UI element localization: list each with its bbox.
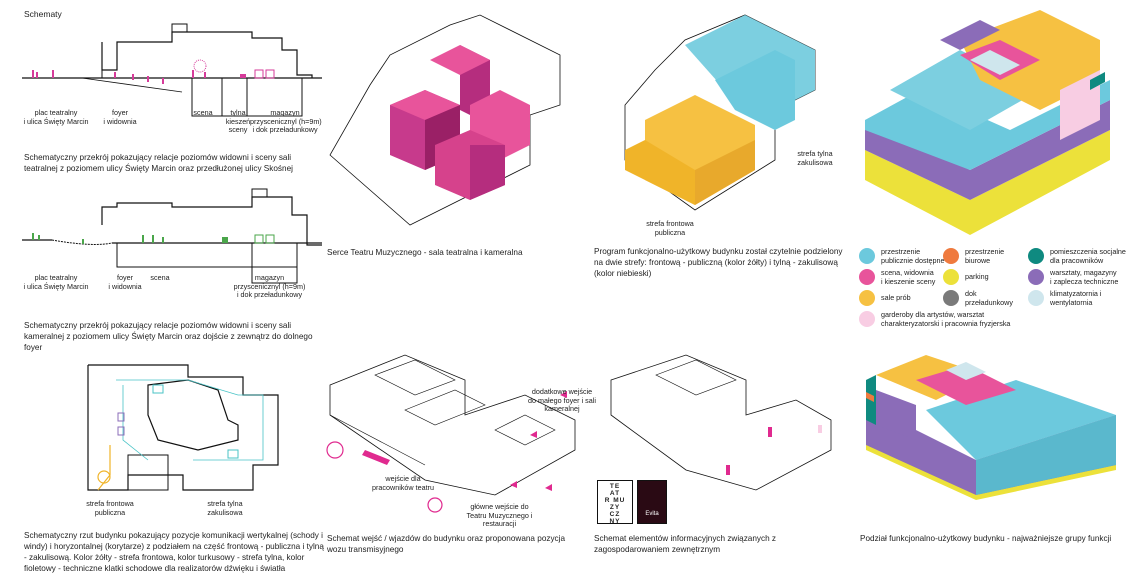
legend-dot [859,248,875,264]
s3-label-tylna: strefa tylna zakulisowa [207,499,243,517]
iso2-caption: Program funkcjonalno-użytkowy budynku zo… [594,247,843,278]
division-drawing [866,355,1116,500]
s2-label-scena: scena [150,273,170,282]
s1-caption: Schematyczny przekrój pokazujący relacje… [24,153,293,173]
iso1-caption: Serce Teatru Muzycznego - sala teatralna… [327,248,523,257]
teatr-logo: TE AT R MU ZY CZ NY [597,480,633,525]
s2-caption: Schematyczny przekrój pokazujący relacje… [24,321,313,352]
legend-item-office: przestrzenie biurowe [943,247,1035,265]
legend-item-dressing: garderoby dla artystów, warsztat charakt… [859,310,1051,328]
info-caption: Schemat elementów informacyjnych związan… [594,534,777,554]
legend-dot [1028,290,1044,306]
iso3-drawing [865,10,1110,235]
legend-dot [943,290,959,306]
legend-dot [859,269,875,285]
ent-label-dodatkowe: dodatkowe wejście do małego foyer i sali… [528,387,596,413]
legend-dot [943,269,959,285]
division-caption: Podział funkcjonalno-użytkowy budynku - … [860,534,1112,543]
ent-caption: Schemat wejść / wjazdów do budynku oraz … [327,534,566,554]
s3-caption: Schematyczny rzut budynku pokazujący poz… [24,531,324,573]
legend-item-rehearsal: sale prób [859,290,969,306]
ent-label-glowne: główne wejście do Teatru Muzycznego i re… [466,502,533,528]
iso1-drawing [329,14,561,226]
s2-label-foyer: foyer i widownia [108,273,142,291]
legend-dot [859,290,875,306]
s3-label-frontowa: strefa frontowa publiczna [86,499,134,517]
legend-item-workshops: warsztaty, magazyny i zaplecza techniczn… [1028,268,1138,286]
s2-label-plac: plac teatralny i ulica Święty Marcin [23,273,89,291]
page-title: Schematy [24,9,62,19]
info-drawing [610,354,832,491]
iso2-label-frontowa: strefa frontowa publiczna [646,219,694,237]
legend-item-public: przestrzenie publicznie dostępne [859,247,969,265]
legend-dot [943,248,959,264]
s1-label-foyer: foyer i widownia [103,108,137,126]
entrances-drawing [326,354,576,513]
iso2-drawing [624,14,816,211]
legend-item-dock: dok przeładunkowy [943,289,1035,307]
plan-drawing [87,364,279,491]
legend-item-stage: scena, widownia i kieszenie sceny [859,268,969,286]
legend-item-parking: parking [943,269,1035,285]
iso2-label-tylna: strefa tylna zakulisowa [797,149,833,167]
section1-drawing [22,23,322,117]
ent-label-pracownicy: wejście dla pracowników teatru [372,474,434,492]
s1-label-magazyn: magazyn przyscenicznyl (h=9m) i dok prze… [250,108,322,134]
legend-dot [1028,269,1044,285]
s2-label-magazyn: magazyn przyscenicznyl (h=9m) i dok prze… [233,273,306,299]
section2-drawing [22,188,322,284]
s1-label-plac: plac teatralny i ulica Święty Marcin [23,108,89,126]
s1-label-scena: scena [193,108,213,117]
legend-item-social: pomieszczenia socjalne dla pracowników [1028,247,1138,265]
evita-poster: Evita [637,480,667,524]
legend-dot [859,311,875,327]
legend-item-ventilation: klimatyzatornia i wentylatornia [1028,289,1138,307]
s1-label-tylna: tylna kieszeń sceny [225,108,251,134]
legend-dot [1028,248,1044,264]
